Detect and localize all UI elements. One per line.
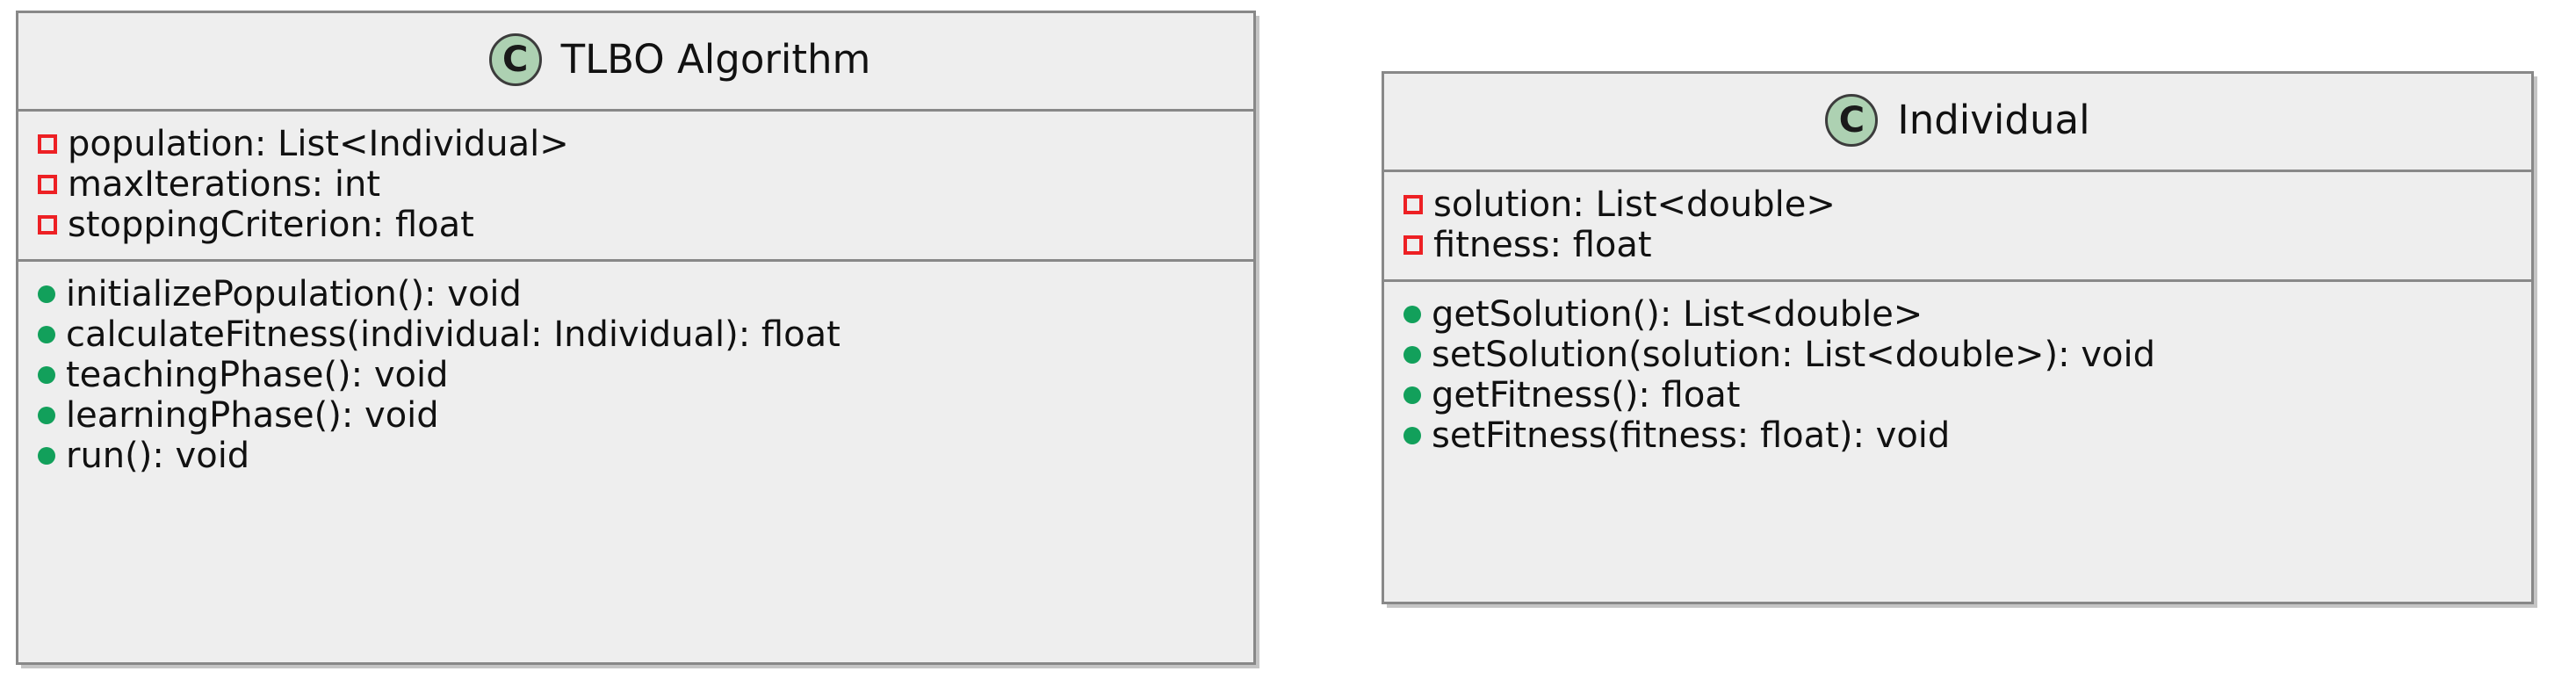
private-visibility-icon (1403, 235, 1423, 255)
method-label: setFitness(fitness: float): void (1432, 415, 1951, 456)
method-row[interactable]: teachingPhase(): void (34, 355, 1237, 395)
method-row[interactable]: setFitness(fitness: float): void (1400, 415, 2515, 456)
class-stereotype-icon: C (488, 32, 542, 86)
method-row[interactable]: run(): void (34, 436, 1237, 476)
attribute-label: maxIterations: int (68, 164, 380, 205)
method-label: calculateFitness(individual: Individual)… (66, 314, 841, 355)
public-visibility-icon (1403, 386, 1421, 404)
public-visibility-icon (38, 447, 55, 465)
private-visibility-icon (38, 175, 57, 194)
method-row[interactable]: calculateFitness(individual: Individual)… (34, 314, 1237, 355)
class-header-individual: C Individual (1384, 74, 2531, 172)
method-label: teachingPhase(): void (66, 355, 449, 395)
attribute-label: solution: List<double> (1433, 184, 1836, 225)
private-visibility-icon (1403, 195, 1423, 214)
public-visibility-icon (1403, 346, 1421, 364)
public-visibility-icon (38, 407, 55, 424)
uml-class-tlbo-algorithm[interactable]: C TLBO Algorithm population: List<Indivi… (16, 11, 1256, 665)
public-visibility-icon (38, 326, 55, 343)
attribute-label: fitness: float (1433, 225, 1652, 265)
method-row[interactable]: getFitness(): float (1400, 375, 2515, 415)
public-visibility-icon (1403, 306, 1421, 323)
attribute-row[interactable]: stoppingCriterion: float (34, 205, 1237, 245)
method-row[interactable]: initializePopulation(): void (34, 274, 1237, 314)
method-label: run(): void (66, 436, 250, 476)
method-label: setSolution(solution: List<double>): voi… (1432, 335, 2156, 375)
attributes-compartment-tlbo-algorithm: population: List<Individual> maxIteratio… (18, 112, 1253, 262)
uml-class-individual[interactable]: C Individual solution: List<double> fitn… (1382, 71, 2534, 604)
method-label: learningPhase(): void (66, 395, 439, 436)
public-visibility-icon (1403, 427, 1421, 444)
class-header-tlbo-algorithm: C TLBO Algorithm (18, 13, 1253, 112)
class-title: Individual (1897, 97, 2090, 143)
attribute-row[interactable]: maxIterations: int (34, 164, 1237, 205)
public-visibility-icon (38, 285, 55, 303)
attribute-label: stoppingCriterion: float (68, 205, 474, 245)
attribute-label: population: List<Individual> (68, 124, 569, 164)
methods-compartment-tlbo-algorithm: initializePopulation(): void calculateFi… (18, 262, 1253, 490)
method-label: getFitness(): float (1432, 375, 1741, 415)
class-stereotype-icon: C (1825, 93, 1879, 147)
private-visibility-icon (38, 134, 57, 154)
attributes-compartment-individual: solution: List<double> fitness: float (1384, 172, 2531, 282)
method-row[interactable]: learningPhase(): void (34, 395, 1237, 436)
class-title: TLBO Algorithm (560, 36, 871, 83)
method-row[interactable]: getSolution(): List<double> (1400, 294, 2515, 335)
methods-compartment-individual: getSolution(): List<double> setSolution(… (1384, 282, 2531, 470)
public-visibility-icon (38, 366, 55, 384)
method-label: getSolution(): List<double> (1432, 294, 1923, 335)
method-row[interactable]: setSolution(solution: List<double>): voi… (1400, 335, 2515, 375)
private-visibility-icon (38, 215, 57, 235)
method-label: initializePopulation(): void (66, 274, 522, 314)
attribute-row[interactable]: solution: List<double> (1400, 184, 2515, 225)
attribute-row[interactable]: fitness: float (1400, 225, 2515, 265)
attribute-row[interactable]: population: List<Individual> (34, 124, 1237, 164)
